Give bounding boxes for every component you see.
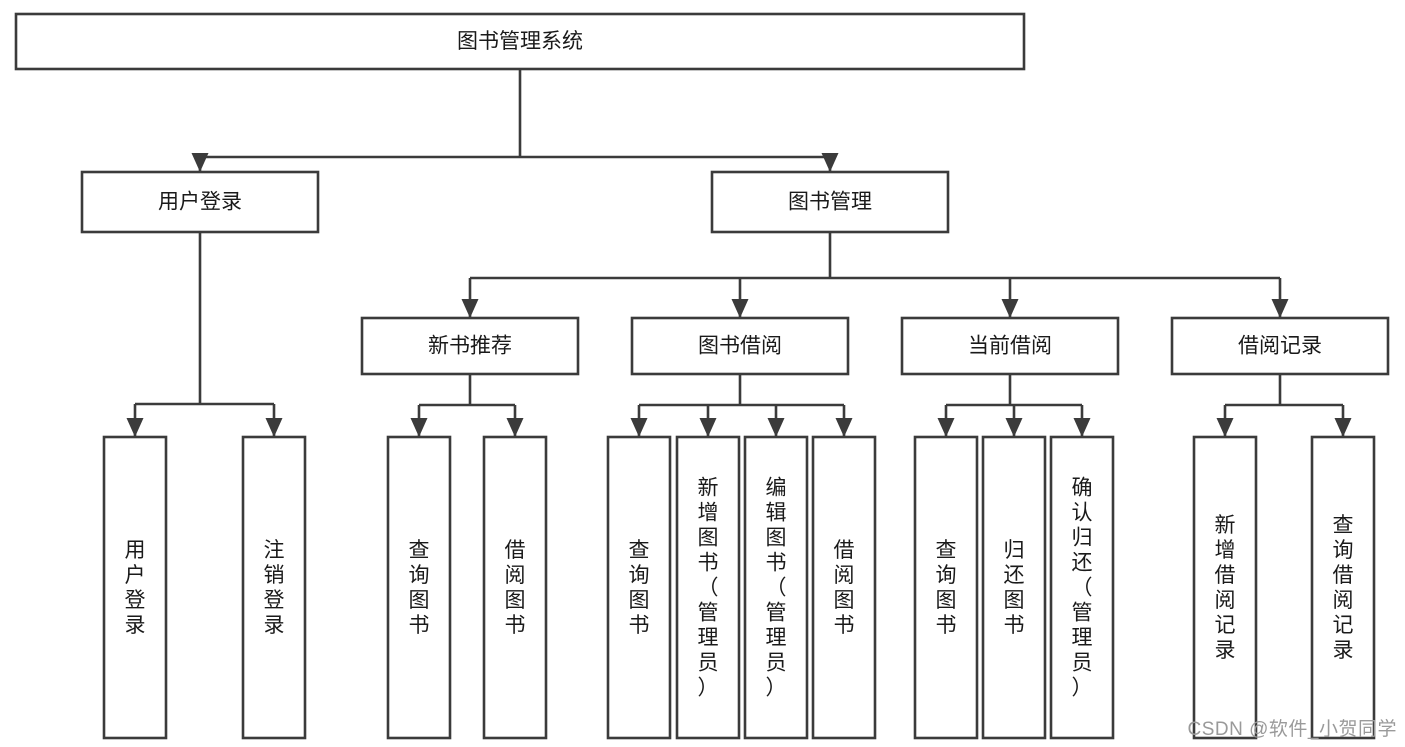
node-box-leaf-add-book-admin[interactable]	[675, 435, 741, 740]
arrow-head-icon	[265, 418, 283, 437]
node-box-current-borrow[interactable]	[900, 316, 1120, 376]
node-box-new-book-rec[interactable]	[360, 316, 580, 376]
arrow-head-icon	[630, 418, 648, 437]
node-label: 新增图书（管理员）	[698, 477, 719, 700]
arrow-head-icon	[835, 418, 853, 437]
arrow-head-icon	[937, 418, 955, 437]
arrow-head-icon	[1216, 418, 1234, 437]
arrow-head-icon	[1001, 299, 1019, 318]
node-label: 查询借阅记录	[1333, 514, 1354, 662]
node-box-leaf-query-book-1[interactable]	[386, 435, 452, 740]
node-box-leaf-query-book-2[interactable]	[606, 435, 672, 740]
node-box-leaf-confirm-return-admin[interactable]	[1049, 435, 1115, 740]
node-box-leaf-edit-book-admin[interactable]	[743, 435, 809, 740]
arrow-head-icon	[821, 153, 839, 172]
arrow-head-icon	[699, 418, 717, 437]
arrow-head-icon	[1271, 299, 1289, 318]
arrow-head-icon	[506, 418, 524, 437]
arrow-head-icon	[191, 153, 209, 172]
arrow-head-icon	[1073, 418, 1091, 437]
arrow-head-icon	[461, 299, 479, 318]
node-label: 当前借阅	[968, 335, 1052, 358]
node-label: 新书推荐	[428, 335, 512, 358]
node-label: 图书管理系统	[457, 30, 583, 53]
arrow-head-icon	[126, 418, 144, 437]
arrow-head-icon	[767, 418, 785, 437]
arrow-head-icon	[1334, 418, 1352, 437]
node-label: 借阅图书	[505, 539, 526, 637]
node-label: 查询图书	[629, 539, 650, 637]
node-label: 查询图书	[936, 539, 957, 637]
node-box-book-borrow[interactable]	[630, 316, 850, 376]
node-label: 借阅图书	[834, 539, 855, 637]
node-box-leaf-borrow-book-2[interactable]	[811, 435, 877, 740]
node-label: 归还图书	[1004, 539, 1025, 637]
node-label: 注销登录	[264, 539, 285, 637]
node-box-leaf-query-book-3[interactable]	[913, 435, 979, 740]
node-label: 新增借阅记录	[1215, 514, 1236, 662]
node-box-user-login[interactable]	[80, 170, 320, 234]
node-box-leaf-logout[interactable]	[241, 435, 307, 740]
node-box-leaf-user-login[interactable]	[102, 435, 168, 740]
node-label: 查询图书	[409, 539, 430, 637]
node-label: 图书管理	[788, 191, 872, 214]
node-box-borrow-record[interactable]	[1170, 316, 1390, 376]
node-label: 借阅记录	[1238, 335, 1322, 358]
watermark-text: CSDN @软件_小贺同学	[1187, 719, 1397, 740]
node-box-leaf-query-borrow-record[interactable]	[1310, 435, 1376, 740]
node-label: 编辑图书（管理员）	[766, 477, 787, 700]
arrow-head-icon	[1005, 418, 1023, 437]
node-label: 确认归还（管理员）	[1072, 477, 1093, 700]
node-box-leaf-return-book[interactable]	[981, 435, 1047, 740]
node-label: 用户登录	[125, 539, 146, 637]
node-label: 图书借阅	[698, 335, 782, 358]
arrow-head-icon	[731, 299, 749, 318]
arrow-head-icon	[410, 418, 428, 437]
node-box-book-manage[interactable]	[710, 170, 950, 234]
node-label: 用户登录	[158, 191, 242, 214]
node-box-leaf-borrow-book-1[interactable]	[482, 435, 548, 740]
node-box-root[interactable]	[14, 12, 1026, 71]
node-box-leaf-add-borrow-record[interactable]	[1192, 435, 1258, 740]
